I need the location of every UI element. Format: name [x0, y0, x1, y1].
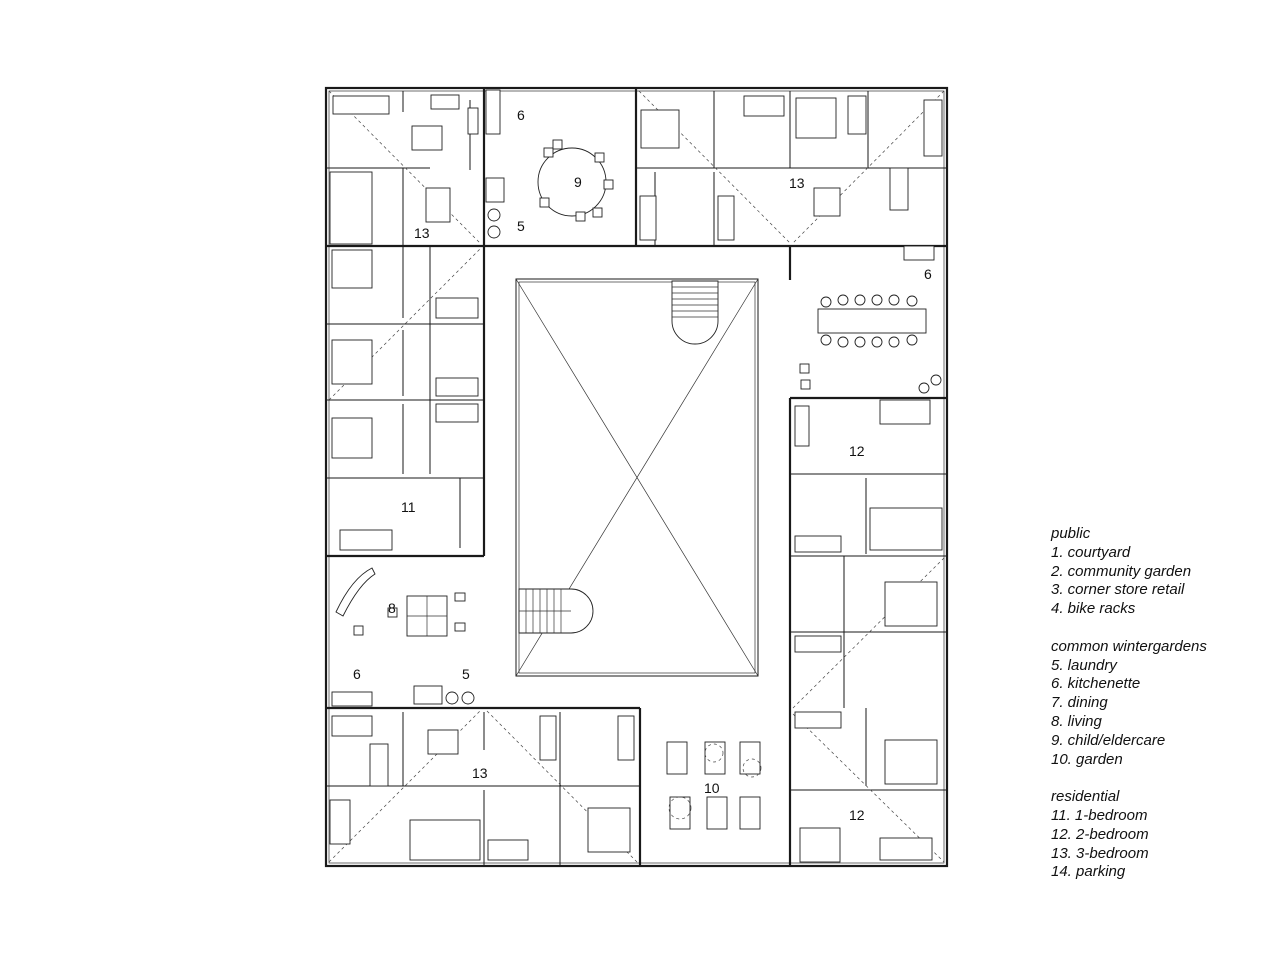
label-6-right: 6 [924, 266, 932, 282]
label-6-left: 6 [353, 666, 361, 682]
legend-item: 10. garden [1051, 750, 1123, 768]
stair-top [671, 280, 719, 345]
label-13-top-left: 13 [414, 225, 430, 241]
legend: public 1. courtyard 2. community garden … [1051, 525, 1266, 901]
legend-item: 6. kitchenette [1051, 675, 1141, 693]
unit-13-bottom-left [326, 710, 640, 866]
legend-heading: public [1051, 525, 1091, 542]
legend-item: 5. laundry [1051, 656, 1117, 674]
label-9: 9 [574, 174, 582, 190]
label-11: 11 [401, 499, 416, 515]
legend-item: 8. living [1051, 712, 1102, 730]
legend-heading: residential [1051, 788, 1120, 806]
legend-group-residential: residential 11. 1-bedroom 12. 2-bedroom … [1051, 788, 1266, 882]
legend-item: 7. dining [1051, 694, 1108, 712]
right-units [790, 399, 947, 863]
label-6-top: 6 [517, 107, 525, 123]
label-12-top: 12 [849, 443, 865, 459]
label-5-left: 5 [462, 666, 470, 682]
legend-group-common-wintergardens: common wintergardens 5. laundry 6. kitch… [1051, 638, 1266, 770]
label-8: 8 [388, 600, 396, 616]
label-13-top-right: 13 [789, 175, 805, 191]
garden-planters [666, 741, 762, 830]
dining-table [799, 294, 942, 394]
legend-item: 11. 1-bedroom [1051, 806, 1148, 824]
unit-13-top-left [326, 89, 501, 246]
unit-13-top-right [636, 90, 947, 261]
legend-item: 4. bike racks [1051, 600, 1136, 618]
label-13-bottom-left: 13 [472, 765, 488, 781]
legend-item: 14. parking [1051, 863, 1126, 881]
courtyard [515, 278, 759, 677]
legend-item: 12. 2-bedroom [1051, 825, 1149, 843]
stair-bottom [518, 588, 594, 634]
living-furniture [331, 567, 475, 707]
left-units [326, 246, 484, 551]
legend-item: 3. corner store retail [1051, 581, 1185, 599]
legend-group-public: public 1. courtyard 2. community garden … [1051, 525, 1266, 619]
legend-item: 1. courtyard [1051, 543, 1131, 561]
legend-heading: common wintergardens [1051, 637, 1207, 655]
legend-item: 13. 3-bedroom [1051, 844, 1149, 862]
label-10: 10 [704, 780, 720, 796]
label-12-bottom: 12 [849, 807, 865, 823]
label-5-top: 5 [517, 218, 525, 234]
legend-item: 2. community garden [1051, 562, 1192, 580]
play-table [485, 139, 614, 239]
wing-walls [326, 88, 947, 866]
legend-item: 9. child/eldercare [1051, 731, 1166, 749]
